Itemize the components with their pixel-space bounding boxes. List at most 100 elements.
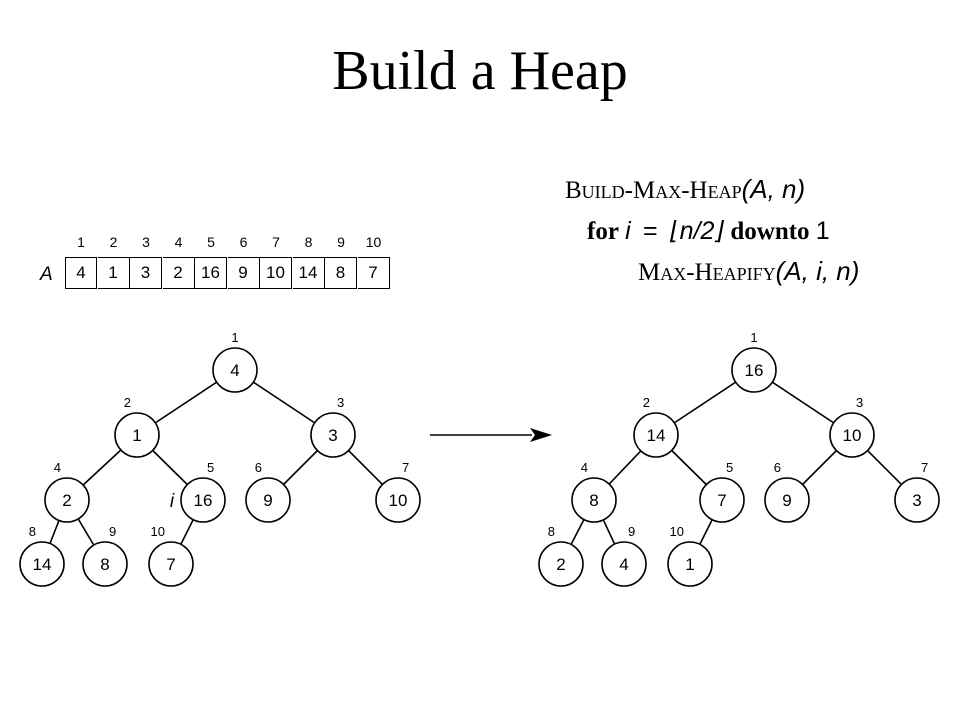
loop-expression: ⌊n/2⌋ xyxy=(669,217,725,245)
node-circle xyxy=(82,541,128,587)
tree-node: 16 1 xyxy=(731,330,777,393)
node-value: 16 xyxy=(745,361,764,380)
tree-node: 10 3 xyxy=(829,395,875,458)
node-value: 16 xyxy=(194,491,213,510)
node-circle xyxy=(212,347,258,393)
node-circle xyxy=(601,541,647,587)
array-cell: 3 xyxy=(130,257,162,289)
array-index: 3 xyxy=(142,234,150,250)
node-index: 2 xyxy=(643,395,650,410)
node-index: 7 xyxy=(921,460,928,475)
tree-edge xyxy=(593,434,657,501)
node-value: 4 xyxy=(230,361,239,380)
node-index: 10 xyxy=(670,524,684,539)
tree-node: 96 xyxy=(764,460,810,523)
node-value: 3 xyxy=(912,491,921,510)
array-label: A xyxy=(40,264,53,285)
node-circle xyxy=(114,412,160,458)
node-circle xyxy=(375,477,421,523)
node-value: 4 xyxy=(619,555,628,574)
right-arrow-icon xyxy=(430,428,552,442)
node-value: 10 xyxy=(843,426,862,445)
array-cell: 7 xyxy=(357,257,390,289)
node-circle xyxy=(19,541,65,587)
call-args: (A, i, n) xyxy=(775,256,860,286)
node-circle xyxy=(633,412,679,458)
tree-edge xyxy=(66,499,106,565)
pointer-label: i xyxy=(170,491,175,512)
node-index: 1 xyxy=(750,330,757,345)
array-cell: 2 xyxy=(162,257,195,289)
node-index: 3 xyxy=(856,395,863,410)
tree-edge xyxy=(234,369,334,436)
tree-node: 84 xyxy=(571,460,617,523)
tree-node: 12 xyxy=(114,395,160,458)
pseudocode-call-line: Max-Heapify(A, i, n) xyxy=(638,256,859,288)
array-index: 10 xyxy=(365,234,382,250)
tree-node: 28 xyxy=(538,524,584,587)
node-index: 6 xyxy=(255,460,262,475)
pseudocode-header: Build-Max-Heap(A, n) xyxy=(565,174,805,206)
node-value: 8 xyxy=(589,491,598,510)
node-value: 9 xyxy=(263,491,272,510)
array-index: 5 xyxy=(207,234,215,250)
tree-node: 14 8 xyxy=(19,524,65,587)
array-index: 4 xyxy=(174,234,183,250)
node-value: 7 xyxy=(717,491,726,510)
node-circle xyxy=(245,477,291,523)
node-index: 6 xyxy=(774,460,781,475)
node-value: 14 xyxy=(647,426,666,445)
tree-edge xyxy=(136,369,236,436)
tree-node: 165 xyxy=(180,460,226,523)
node-index: 9 xyxy=(109,524,116,539)
node-circle xyxy=(731,347,777,393)
array-cell: 16 xyxy=(195,257,227,289)
tree-edge xyxy=(332,434,399,501)
tree-edge xyxy=(655,434,723,501)
node-circle xyxy=(44,477,90,523)
node-circle xyxy=(829,412,875,458)
node-value: 14 xyxy=(33,555,52,574)
tree-edge xyxy=(593,499,625,565)
node-index: 8 xyxy=(29,524,36,539)
tree-node: 33 xyxy=(310,395,356,458)
tree-edge xyxy=(655,369,755,436)
array-index: 8 xyxy=(304,234,313,250)
loop-end: 1 xyxy=(815,217,830,245)
node-index: 8 xyxy=(548,524,555,539)
tree-edge xyxy=(41,499,68,565)
node-index: 4 xyxy=(54,460,61,475)
node-value: 10 xyxy=(389,491,408,510)
tree-node: 37 xyxy=(894,460,940,523)
tree-node: 1 10 xyxy=(667,524,713,587)
tree-node: 89 xyxy=(82,524,128,587)
node-circle xyxy=(571,477,617,523)
tree-edge xyxy=(753,369,853,436)
procedure-name: Build-Max-Heap xyxy=(565,177,742,204)
tree-edge xyxy=(786,434,853,501)
node-circle xyxy=(180,477,226,523)
node-index: 7 xyxy=(402,460,409,475)
array-cell: 10 xyxy=(260,257,292,289)
tree-edge xyxy=(689,499,723,565)
node-value: 1 xyxy=(685,555,694,574)
node-circle xyxy=(764,477,810,523)
call-name: Max-Heapify xyxy=(638,259,776,286)
tree-node: 24 xyxy=(44,460,90,523)
array-index: 2 xyxy=(109,234,118,250)
keyword-for: for xyxy=(587,218,619,245)
tree-edge xyxy=(170,499,204,565)
array-cell: 1 xyxy=(97,257,130,289)
node-index: 4 xyxy=(581,460,588,475)
node-value: 1 xyxy=(132,426,141,445)
array-cell: 14 xyxy=(292,257,325,289)
tree-node: 10 7 xyxy=(375,460,421,523)
node-circle xyxy=(667,541,713,587)
tree-node: 14 2 xyxy=(633,395,679,458)
array-index: 9 xyxy=(337,234,345,250)
tree-node: 96 xyxy=(245,460,291,523)
tree-node: 75 xyxy=(699,460,745,523)
node-circle xyxy=(538,541,584,587)
